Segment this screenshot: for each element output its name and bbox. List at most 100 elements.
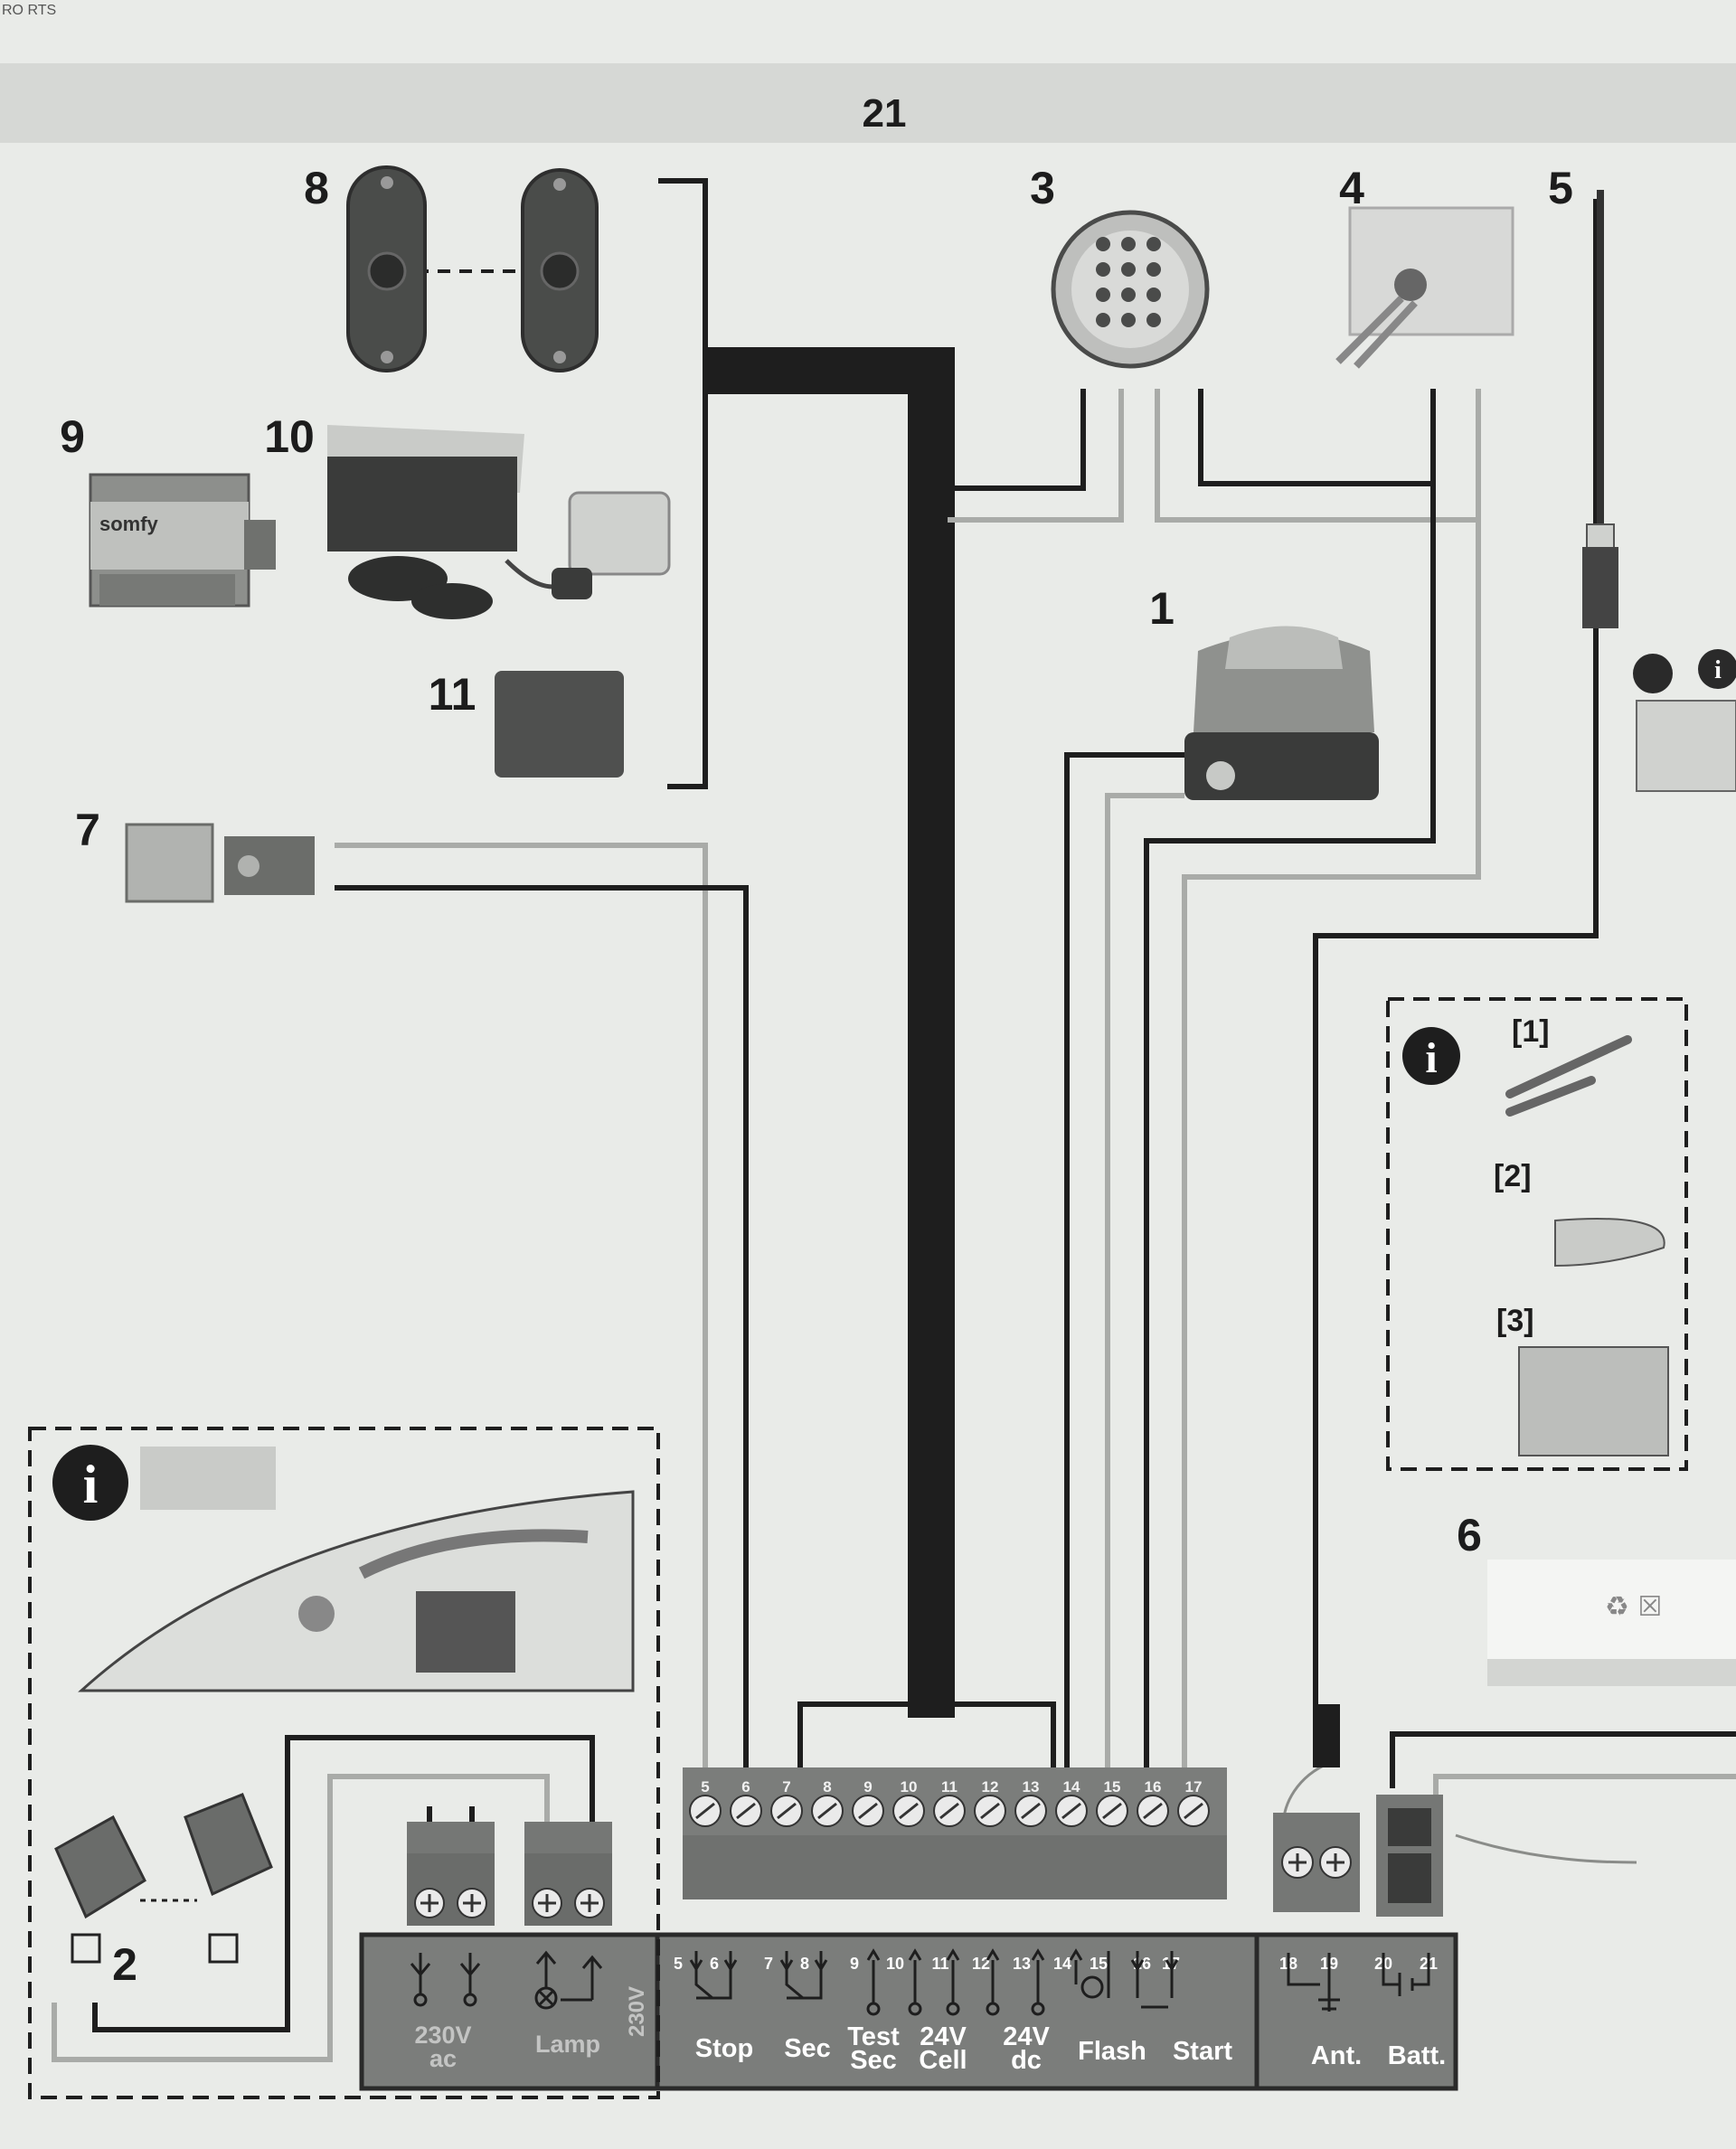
info-box-wiring: i bbox=[28, 1427, 660, 2099]
wires bbox=[52, 178, 1736, 2062]
svg-text:i: i bbox=[83, 1455, 99, 1514]
cable-and-receiver bbox=[327, 425, 671, 619]
strip-terminal-number: 8 bbox=[823, 1778, 831, 1796]
label-230v-side: 230V bbox=[625, 1986, 649, 2037]
board-label-stop: Stop bbox=[695, 2034, 753, 2063]
board-label-flash: Flash bbox=[1078, 2037, 1146, 2066]
antenna bbox=[1582, 190, 1618, 628]
strip-terminal-number: 11 bbox=[941, 1778, 958, 1796]
page-number: 21 bbox=[863, 91, 907, 136]
board-terminal-number: 5 bbox=[674, 1955, 683, 1973]
terminal-block-battery bbox=[1376, 1795, 1443, 1917]
strip-terminal-slot bbox=[817, 1802, 837, 1820]
label-6: 6 bbox=[1457, 1510, 1482, 1560]
strip-terminal-slot bbox=[777, 1802, 797, 1820]
board-terminal-number: 10 bbox=[886, 1955, 904, 1973]
strip-terminal-number: 5 bbox=[701, 1778, 709, 1796]
label-lamp: Lamp bbox=[535, 2031, 600, 2058]
key-switch bbox=[1335, 206, 1514, 369]
svg-text:♻ ☒: ♻ ☒ bbox=[1605, 1591, 1662, 1623]
keypad-key bbox=[1146, 237, 1161, 251]
photocell-pair-2 bbox=[54, 1793, 273, 1964]
motor-unit: somfy bbox=[89, 473, 276, 608]
battery: ♻ ☒ bbox=[1487, 1560, 1736, 1686]
flash-lamp bbox=[1184, 626, 1379, 800]
strip-terminal-slot bbox=[939, 1802, 959, 1820]
info-step-3: [3] bbox=[1496, 1304, 1534, 1338]
label-5: 5 bbox=[1548, 163, 1573, 213]
keypad-key bbox=[1096, 237, 1110, 251]
label-3: 3 bbox=[1030, 163, 1055, 213]
strip-terminal-slot bbox=[899, 1802, 919, 1820]
photocell-pair bbox=[346, 165, 599, 372]
strip-terminal-number: 17 bbox=[1185, 1778, 1203, 1796]
strip-terminal-slot bbox=[1184, 1802, 1203, 1820]
strip-terminal-number: 15 bbox=[1104, 1778, 1121, 1796]
board-label-start: Start bbox=[1173, 2037, 1232, 2066]
keypad-key bbox=[1121, 287, 1136, 302]
board-terminal-number: 13 bbox=[1013, 1955, 1031, 1973]
keypad-key bbox=[1096, 262, 1110, 277]
board-terminal-number: 6 bbox=[710, 1955, 719, 1973]
strip-terminal-slot bbox=[1143, 1802, 1163, 1820]
label-7: 7 bbox=[75, 805, 100, 855]
corner-text: RO RTS bbox=[2, 3, 56, 18]
strip-terminal-slot bbox=[736, 1802, 756, 1820]
motor-brand-text: somfy bbox=[99, 513, 159, 535]
board-symbols bbox=[689, 1948, 1430, 2016]
board-terminal-number: 8 bbox=[800, 1955, 809, 1973]
keypad-key bbox=[1121, 237, 1136, 251]
info-box-steps: i bbox=[1386, 997, 1688, 1471]
board-terminal-number: 9 bbox=[850, 1955, 859, 1973]
strip-terminal-number: 10 bbox=[901, 1778, 918, 1796]
svg-text:i: i bbox=[1714, 656, 1722, 684]
keypad bbox=[1051, 210, 1210, 369]
label-9: 9 bbox=[60, 411, 85, 462]
label-1: 1 bbox=[1149, 583, 1175, 634]
strip-terminal-number: 12 bbox=[982, 1778, 999, 1796]
strip-terminal-number: 13 bbox=[1023, 1778, 1040, 1796]
strip-terminal-slot bbox=[1021, 1802, 1041, 1820]
keypad-key bbox=[1146, 313, 1161, 327]
label-10: 10 bbox=[264, 411, 315, 462]
label-8: 8 bbox=[304, 163, 329, 213]
label-2: 2 bbox=[112, 1939, 137, 1990]
board-terminal-number: 12 bbox=[972, 1955, 990, 1973]
info-step-2: [2] bbox=[1494, 1159, 1532, 1193]
board-terminal-number: 14 bbox=[1053, 1955, 1071, 1973]
strip-terminal-slot bbox=[858, 1802, 878, 1820]
strip-terminal-slot bbox=[1061, 1802, 1081, 1820]
board-terminal-number: 7 bbox=[764, 1955, 773, 1973]
label-4: 4 bbox=[1339, 163, 1364, 213]
strip-terminal-slot bbox=[1102, 1802, 1122, 1820]
strip-terminal-number: 7 bbox=[782, 1778, 790, 1796]
antenna-info-panel: i bbox=[1633, 649, 1736, 792]
keypad-key bbox=[1146, 262, 1161, 277]
keypad-key bbox=[1121, 313, 1136, 327]
stop-device bbox=[125, 823, 315, 903]
strip-terminal-slot bbox=[695, 1802, 715, 1820]
board-label-batt: Batt. bbox=[1388, 2041, 1446, 2070]
terminal-block-antenna bbox=[1273, 1704, 1360, 1912]
board-label-ant: Ant. bbox=[1311, 2041, 1362, 2070]
junction-box bbox=[495, 671, 624, 778]
label-11: 11 bbox=[429, 669, 476, 720]
keypad-key bbox=[1096, 313, 1110, 327]
terminal-block-230v bbox=[407, 1822, 495, 1926]
board-terminal-number: 15 bbox=[1090, 1955, 1108, 1973]
strip-terminal-number: 14 bbox=[1063, 1778, 1080, 1796]
strip-terminal-number: 16 bbox=[1145, 1778, 1162, 1796]
svg-text:i: i bbox=[1425, 1034, 1437, 1082]
board-terminal-number: 11 bbox=[931, 1955, 948, 1973]
header-band bbox=[0, 63, 1736, 143]
strip-terminal-number: 9 bbox=[863, 1778, 872, 1796]
info-step-1: [1] bbox=[1512, 1014, 1550, 1049]
